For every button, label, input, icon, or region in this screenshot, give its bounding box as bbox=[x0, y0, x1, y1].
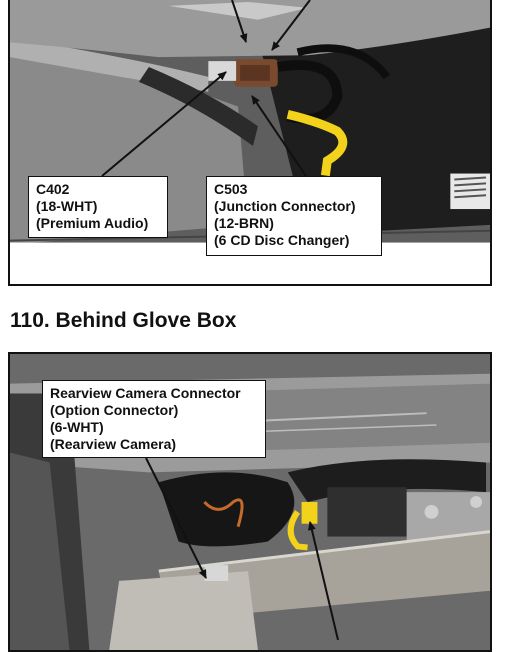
callout-c503-line-4: (6 CD Disc Changer) bbox=[214, 232, 350, 248]
callout-c503: C503 (Junction Connector) (12-BRN) (6 CD… bbox=[206, 176, 382, 256]
callout-c503-line-3: (12-BRN) bbox=[214, 215, 274, 231]
callout-rearview-camera-line-3: (6-WHT) bbox=[50, 419, 104, 435]
callout-rearview-camera-line-4: (Rearview Camera) bbox=[50, 436, 177, 452]
callout-rearview-camera-line-2: (Option Connector) bbox=[50, 402, 179, 418]
section-title: 110. Behind Glove Box bbox=[10, 309, 237, 332]
callout-rearview-camera: Rearview Camera Connector (Option Connec… bbox=[42, 380, 266, 458]
callout-c402: C402 (18-WHT) (Premium Audio) bbox=[28, 176, 168, 238]
callout-c402-line-1: C402 bbox=[36, 181, 70, 197]
callout-c402-line-3: (Premium Audio) bbox=[36, 215, 149, 231]
callout-rearview-camera-line-1: Rearview Camera Connector bbox=[50, 385, 241, 401]
callout-c402-line-2: (18-WHT) bbox=[36, 198, 98, 214]
callout-c503-line-2: (Junction Connector) bbox=[214, 198, 356, 214]
callout-c503-line-1: C503 bbox=[214, 181, 248, 197]
